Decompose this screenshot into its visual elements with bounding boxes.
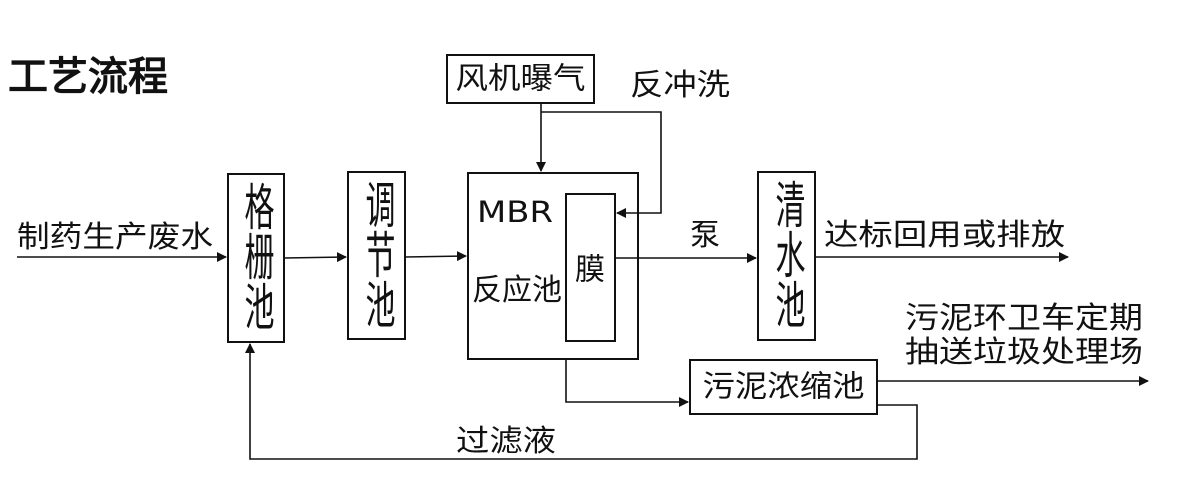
backwash-arrow bbox=[541, 111, 662, 218]
mbr-reactor-sublabel: 反应池 bbox=[472, 273, 562, 308]
grille-tank-box bbox=[227, 173, 285, 343]
mbr-to-sludge-thickener-arrow bbox=[565, 359, 689, 407]
sludge-thickener-label: 污泥浓缩池 bbox=[703, 370, 865, 405]
discharge-label: 达标回用或排放 bbox=[824, 218, 1065, 253]
aeration-label: 风机曝气 bbox=[456, 62, 586, 97]
sludge-disposal-label-line1: 污泥环卫车定期 bbox=[905, 301, 1143, 336]
grille-tank-label: 格栅池 bbox=[239, 181, 275, 331]
filtrate-return-arrow bbox=[245, 343, 918, 460]
regulation-tank-label: 调节池 bbox=[360, 179, 395, 329]
grille-to-regulation-arrow bbox=[283, 252, 347, 263]
sludge-disposal-label-line2: 抽送垃圾处理场 bbox=[905, 335, 1143, 370]
membrane-label: 膜 bbox=[575, 253, 605, 288]
influent-label: 制药生产废水 bbox=[17, 220, 213, 255]
sludge-thickener-box bbox=[689, 359, 878, 415]
membrane-box bbox=[565, 193, 616, 342]
mbr-label: MBR bbox=[477, 195, 553, 229]
regulation-tank-box bbox=[347, 171, 406, 340]
regulation-to-mbr-arrow bbox=[404, 251, 467, 262]
pump-label: 泵 bbox=[690, 218, 720, 253]
page-title: 工艺流程 bbox=[8, 54, 168, 100]
backwash-label: 反冲洗 bbox=[630, 68, 730, 103]
clear-water-tank-box bbox=[757, 171, 816, 341]
aeration-box bbox=[446, 54, 595, 104]
clear-water-tank-label: 清水池 bbox=[770, 179, 805, 329]
filtrate-label: 过滤液 bbox=[456, 424, 556, 459]
